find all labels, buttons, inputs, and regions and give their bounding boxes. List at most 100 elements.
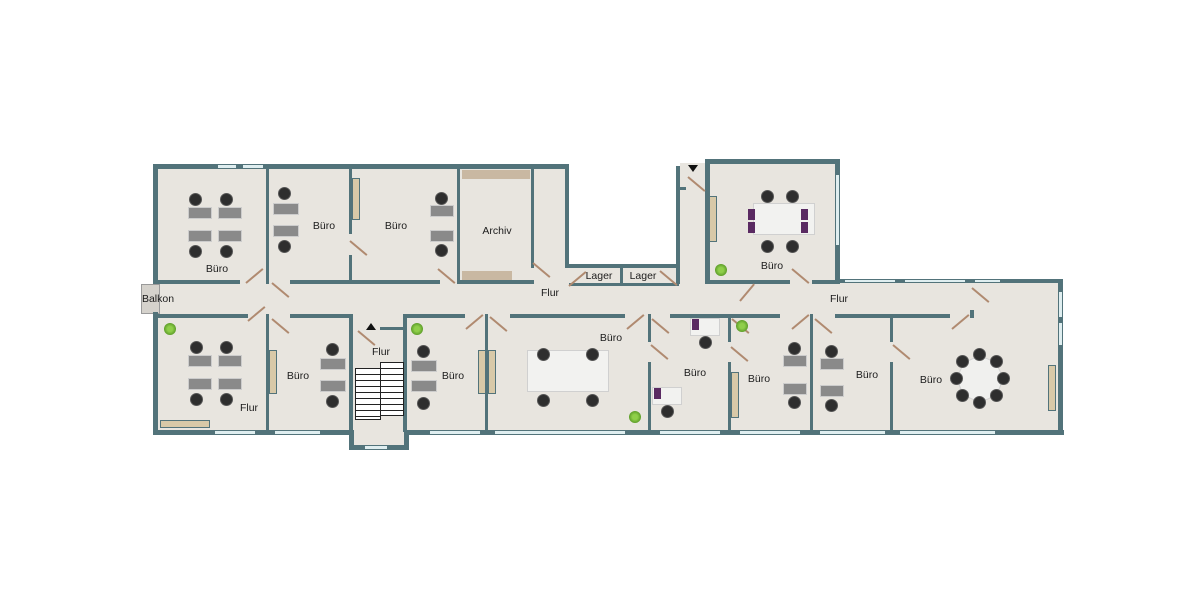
window [905, 280, 965, 282]
wall [970, 310, 974, 318]
room-label-buero: Büro [205, 263, 229, 275]
chair [699, 336, 712, 349]
stairs-up-arrow-icon [366, 323, 376, 330]
wall [569, 283, 679, 286]
room-label-buero: Büro [760, 260, 784, 272]
chair [537, 348, 550, 361]
room-label-flur: Flur [371, 346, 391, 358]
wall [404, 430, 1064, 435]
balcony [141, 284, 160, 314]
room-label-lager: Lager [629, 270, 657, 282]
wall [153, 164, 158, 284]
wall [485, 314, 488, 432]
wall [460, 280, 534, 284]
window [495, 431, 625, 434]
window [845, 280, 895, 282]
chair [956, 389, 969, 402]
purple-chair [748, 209, 755, 220]
chair [220, 245, 233, 258]
window [740, 431, 800, 434]
desk [218, 207, 242, 219]
chair [278, 187, 291, 200]
shelf [160, 420, 210, 428]
chair [189, 245, 202, 258]
wall [648, 314, 651, 342]
wall [565, 164, 569, 268]
wall [349, 255, 352, 284]
desk [218, 378, 242, 390]
window [218, 165, 236, 168]
chair [990, 389, 1003, 402]
desk [273, 225, 299, 237]
room-label-flur: Flur [829, 293, 849, 305]
window [820, 431, 885, 434]
window [975, 280, 1000, 282]
shelf [478, 350, 486, 394]
entrance-arrow-icon [688, 165, 698, 172]
wall [705, 159, 710, 284]
meeting-table [753, 203, 815, 235]
wall [153, 312, 158, 434]
desk [218, 355, 242, 367]
wall [728, 314, 731, 342]
plant-icon [629, 411, 641, 423]
chair [661, 405, 674, 418]
wall [158, 280, 240, 284]
purple-chair [654, 388, 661, 399]
window [1059, 323, 1062, 345]
chair [190, 393, 203, 406]
archive-shelf [462, 170, 530, 179]
chair [786, 240, 799, 253]
window [430, 431, 480, 434]
room-label-flur: Flur [540, 287, 560, 299]
wall [510, 314, 625, 318]
shelf [352, 178, 360, 220]
floor-lager [567, 265, 680, 285]
wall [676, 187, 686, 190]
wall [812, 280, 840, 284]
wall [290, 314, 352, 318]
window [1059, 292, 1062, 317]
room-label-balkon: Balkon [141, 293, 175, 305]
wall [710, 280, 790, 284]
chair [788, 396, 801, 409]
desk [820, 358, 844, 370]
chair [825, 399, 838, 412]
room-label-flur: Flur [239, 402, 259, 414]
desk [188, 355, 212, 367]
window [836, 175, 839, 245]
desk [783, 383, 807, 395]
window [243, 165, 263, 168]
chair [788, 342, 801, 355]
chair [278, 240, 291, 253]
chair [326, 343, 339, 356]
window [215, 431, 255, 434]
wall [266, 168, 269, 284]
floor-top-left [157, 168, 567, 284]
chair [786, 190, 799, 203]
staircase [380, 362, 404, 416]
floor-right-upper [838, 282, 1060, 292]
staircase [355, 368, 381, 420]
chair [537, 394, 550, 407]
desk [188, 207, 212, 219]
desk [320, 380, 346, 392]
shelf [269, 350, 277, 394]
room-label-buero: Büro [855, 369, 879, 381]
chair [586, 348, 599, 361]
chair [417, 345, 430, 358]
wall [403, 314, 465, 318]
room-label-buero: Büro [441, 370, 465, 382]
plant-icon [411, 323, 423, 335]
wall [1058, 279, 1063, 435]
wall [266, 314, 269, 432]
wall [153, 164, 568, 169]
chair [220, 393, 233, 406]
window [365, 446, 387, 449]
window [275, 431, 320, 434]
purple-chair [692, 319, 699, 330]
window [660, 431, 720, 434]
window [900, 431, 995, 434]
wall [349, 430, 354, 450]
